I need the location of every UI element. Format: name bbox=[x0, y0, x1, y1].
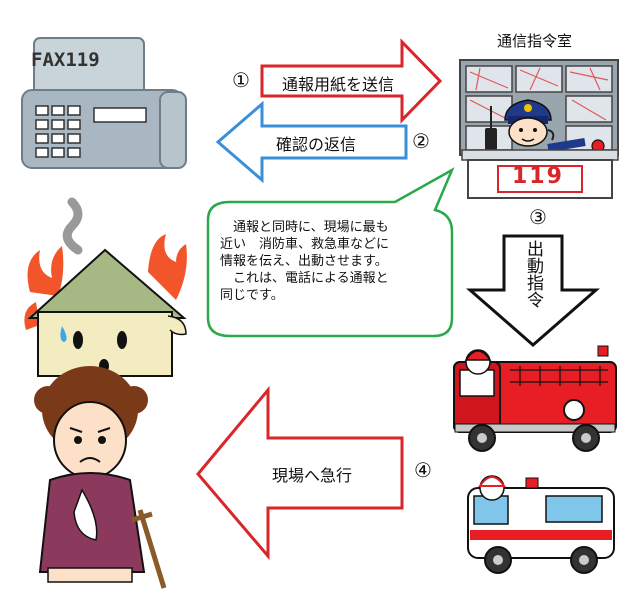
bubble-line-2: 近い 消防車、救急車などに bbox=[220, 237, 390, 252]
ambulance-icon bbox=[467, 475, 615, 574]
speech-bubble bbox=[206, 167, 455, 338]
step-2-label: 確認の返信 bbox=[276, 135, 357, 154]
burning-house-icon bbox=[24, 197, 187, 377]
arrow-rush-left-icon bbox=[196, 385, 404, 561]
bubble-line-4: これは、電話による通報と bbox=[220, 271, 389, 286]
control-room-icon bbox=[459, 59, 619, 199]
control-room-title: 通信指令室 bbox=[497, 32, 573, 50]
injured-person-icon bbox=[34, 366, 167, 589]
bubble-line-5: 同じです。 bbox=[220, 288, 284, 303]
arrow-reply-left-icon bbox=[215, 100, 408, 184]
step-2-number: ② bbox=[412, 129, 430, 153]
fax-label: FAX119 bbox=[31, 49, 100, 71]
arrow-dispatch-down-icon bbox=[466, 234, 600, 347]
control-room-sign: 119 bbox=[512, 164, 564, 189]
fire-engine-icon bbox=[453, 345, 617, 452]
step-1-label: 通報用紙を送信 bbox=[282, 75, 395, 94]
step-1-number: ① bbox=[232, 68, 250, 92]
step-4-number: ④ bbox=[414, 458, 432, 482]
step-3-number: ③ bbox=[529, 205, 547, 229]
step-4-label: 現場へ急行 bbox=[272, 466, 353, 485]
bubble-line-3: 情報を伝え、出動させます。 bbox=[220, 254, 388, 269]
fax-machine-icon bbox=[21, 37, 187, 169]
arrow-send-right-icon bbox=[260, 38, 443, 124]
bubble-line-1: 通報と同時に、現場に最も bbox=[220, 220, 389, 235]
step-3-label: 出動指令 bbox=[523, 240, 543, 308]
